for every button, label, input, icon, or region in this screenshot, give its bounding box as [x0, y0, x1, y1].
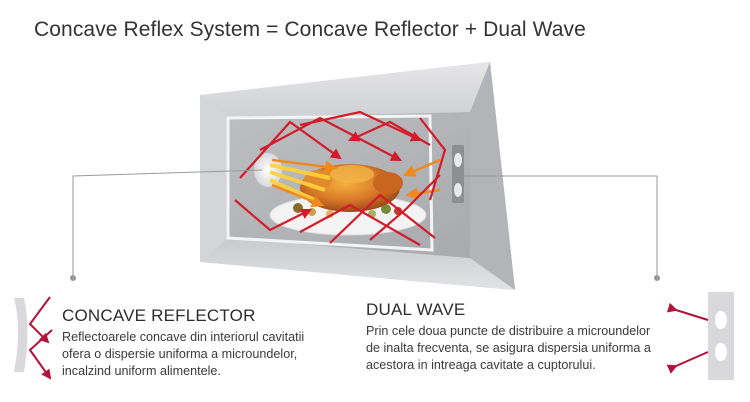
concave-reflector-section: CONCAVE REFLECTOR Reflectoarele concave … — [62, 306, 304, 380]
dual-wave-port-icon — [666, 292, 734, 380]
concave-reflector-heading: CONCAVE REFLECTOR — [62, 306, 256, 325]
callout-dot-right — [654, 275, 660, 281]
concave-line-2: ofera o dispersie uniforma a microundelo… — [62, 347, 298, 361]
dual-wave-ports — [452, 145, 464, 203]
concave-line-1: Reflectoarele concave din interiorul cav… — [62, 330, 305, 344]
dual-wave-heading: DUAL WAVE — [366, 300, 466, 319]
dual-line-3: acestora in intreaga cavitate a cuptorul… — [366, 358, 596, 372]
dual-wave-text: Prin cele doua puncte de distribuire a m… — [366, 323, 651, 374]
dual-line-2: de inalta frecventa, se asigura dispersi… — [366, 341, 651, 355]
concave-reflector-icon — [14, 296, 53, 380]
concave-reflector-text: Reflectoarele concave din interiorul cav… — [62, 329, 304, 380]
callout-lines — [72, 169, 658, 276]
red-reflection-paths — [234, 110, 447, 246]
orange-wave-beams — [271, 158, 441, 208]
page-title: Concave Reflex System = Concave Reflecto… — [34, 18, 586, 41]
yellow-wave-beams — [269, 163, 331, 202]
dual-wave-section: DUAL WAVE Prin cele doua puncte de distr… — [366, 300, 651, 374]
dual-line-1: Prin cele doua puncte de distribuire a m… — [366, 324, 651, 338]
callout-dot-left — [70, 275, 76, 281]
concave-line-3: incalzind uniform alimentele. — [62, 364, 221, 378]
